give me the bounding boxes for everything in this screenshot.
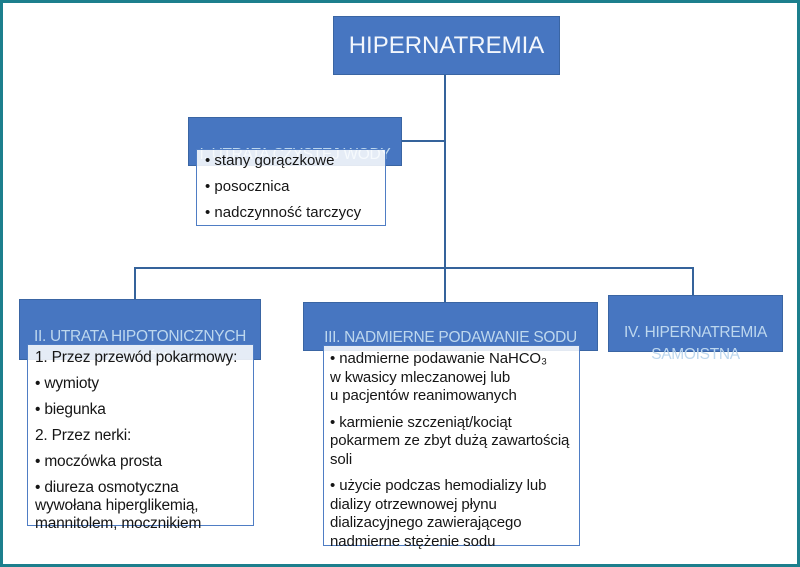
connector-drop-box2 [134,267,136,299]
list-item: • biegunka [35,401,106,418]
list-item: • karmienie szczeniąt/kociąt pokarmem ze… [330,413,570,468]
list-item: • nadmierne podawanie NaHCO₃ w kwasicy m… [330,350,548,404]
node-list-nadmierne-podawanie-sodu: • nadmierne podawanie NaHCO₃ w kwasicy m… [323,345,580,550]
node-header-hipernatremia-samoistna: IV. HIPERNATREMIA SAMOISTNA [608,295,783,363]
node-list-utrata-hipotonicznych-plynow: 1. Przez przewód pokarmowy: • wymioty • … [27,344,254,532]
connector-drop-box3 [444,267,446,302]
connector-drop-box4 [692,267,694,295]
list-item: • wymioty [35,375,99,392]
list-item: • moczówka prosta [35,453,162,470]
list-item: 2. Przez nerki: [35,427,132,444]
connector-main-horizontal [134,267,694,269]
list-item: • posocznica [205,178,290,195]
connector-branch-box1 [402,140,445,142]
root-node-hipernatremia: HIPERNATREMIA [333,16,560,75]
node-header-label: III. NADMIERNE PODAWANIE SODU [324,329,577,346]
node-header-label: IV. HIPERNATREMIA SAMOISTNA [623,324,768,363]
list-item: • użycie podczas hemodializy lub dializy… [330,477,547,550]
list-item: • nadczynność tarczycy [205,204,362,221]
list-item: • stany gorączkowe [205,152,335,169]
list-item: • diureza osmotyczna wywołana hiperglike… [35,479,202,532]
node-header-nadmierne-podawanie-sodu: III. NADMIERNE PODAWANIE SODU [303,302,598,351]
diagram-title: HIPERNATREMIA [348,31,545,59]
list-item: 1. Przez przewód pokarmowy: [35,349,238,366]
connector-title-vertical [444,75,446,269]
node-list-utrata-czystej-wody: • stany gorączkowe • posocznica • nadczy… [196,149,386,226]
